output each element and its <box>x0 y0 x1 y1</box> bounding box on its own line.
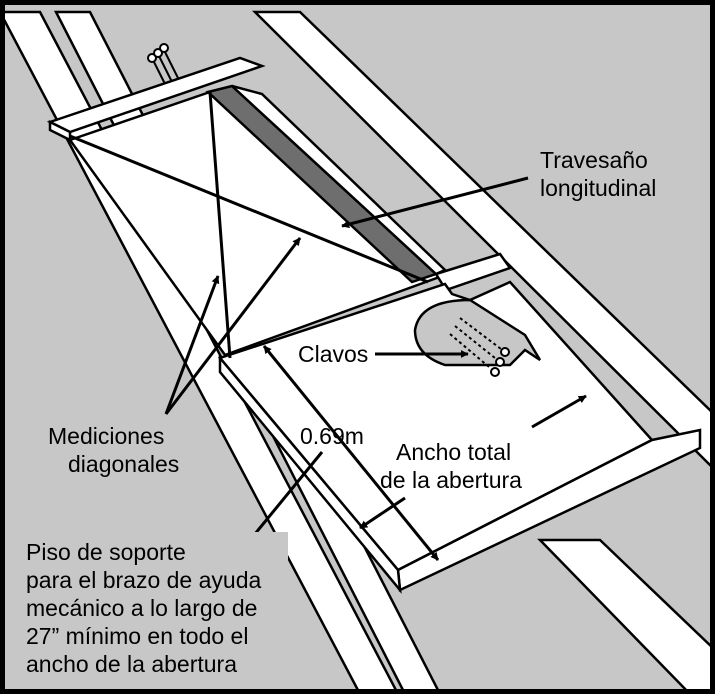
travesano-arrow <box>341 176 529 229</box>
piso-caption-bg <box>4 532 288 690</box>
piso-label-line3: mecánico a lo largo de <box>26 595 257 621</box>
clavos-nails-icon <box>449 317 510 377</box>
travesano-label-line2: longitudinal <box>540 175 656 201</box>
top-nails-icon <box>147 43 181 91</box>
piso-leader <box>248 451 324 541</box>
right-joist-outer <box>251 10 715 472</box>
dimension-label: 0.69m <box>300 423 364 449</box>
ancho-arrow-left <box>359 496 406 530</box>
piso-label-line2: para el brazo de ayuda <box>26 567 261 593</box>
mediciones-label-line1: Mediciones <box>48 423 164 449</box>
ancho-label-line1: Ancho total <box>396 439 511 465</box>
clavos-label: Clavos <box>298 341 368 367</box>
diagonal-arrow-2 <box>164 237 302 415</box>
right-joist-bottom <box>537 538 715 694</box>
piso-label-line1: Piso de soporte <box>26 539 186 565</box>
mediciones-label-line2: diagonales <box>68 451 179 477</box>
diagonal-line-a <box>69 134 429 284</box>
travesano-label-line1: Travesaño <box>540 147 648 173</box>
ancho-arrow-right <box>531 394 587 429</box>
diagonal-arrow-1 <box>164 275 220 415</box>
ancho-label-line2: de la abertura <box>380 467 522 493</box>
piso-label-line5: ancho de la abertura <box>26 651 237 677</box>
diagonal-line-b <box>208 91 232 359</box>
dimension-arrow <box>262 345 440 561</box>
piso-label-line4: 27” mínimo en todo el <box>26 623 248 649</box>
